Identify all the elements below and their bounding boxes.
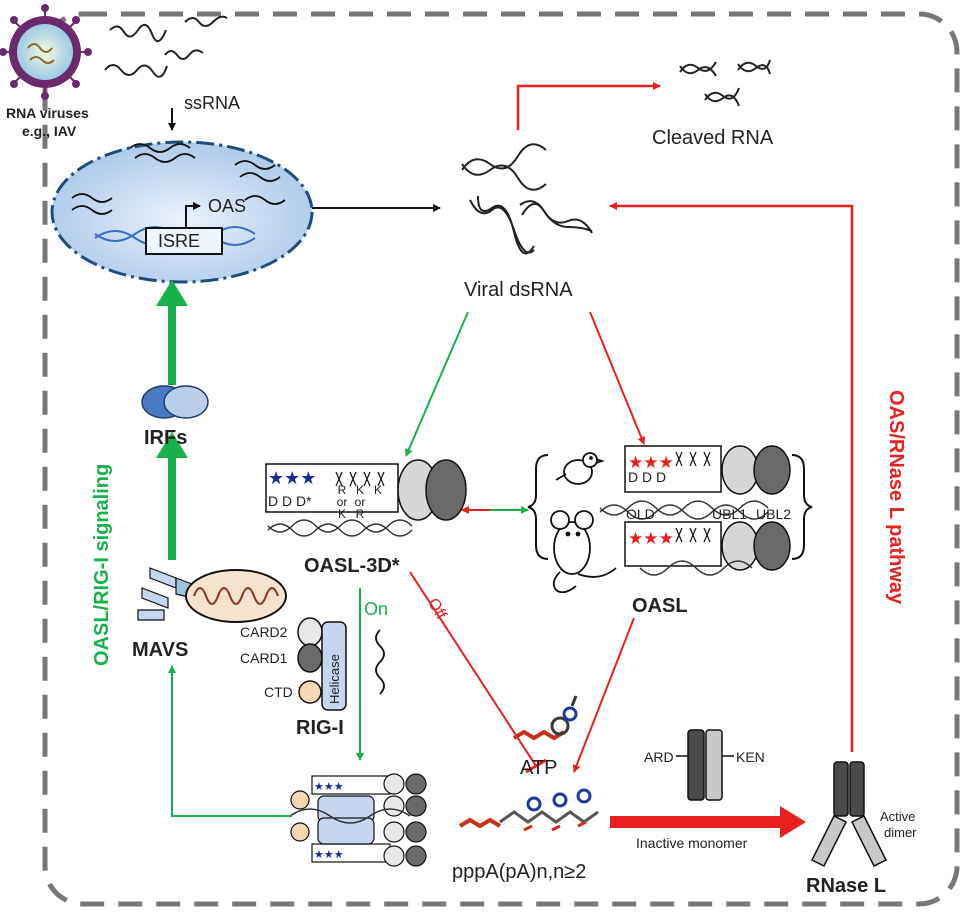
irfs-dimer [141,385,209,419]
ubl1-domain-label: UBL1 [712,506,748,522]
oas-gene-label: OAS [208,196,247,216]
svg-text:★★★: ★★★ [628,529,674,549]
rigi-label: RIG-I [296,717,344,739]
virus-label-line2: e.g., IAV [22,123,77,139]
oligoadenylate-label: pppA(pA)n,n≥2 [452,861,587,883]
rnase-l-dimer [810,761,888,868]
active-dimer-label-line2: dimer [884,825,917,840]
dsrna-icon [461,143,593,255]
blue-star-markers: ★★★ [268,468,316,489]
viral-dsrna-label: Viral dsRNA [464,279,573,301]
mitochondrion-icon [185,569,287,623]
oasl3d-protein: ★★★ [265,459,467,537]
card1-label: CARD1 [240,650,288,666]
rnase-l-monomer [676,729,734,801]
rigi-oasl-complex: ★★★ ★★★ [289,773,427,867]
helicase-label: Helicase [327,654,342,704]
oasl3d-ddd-label: D D D* [268,493,312,509]
old-domain-label: OLD [626,506,655,522]
oasl3d-rk-col2: K or R [354,483,366,521]
cell-boundary [42,11,960,907]
oasl-dd-label: D D D [628,469,667,485]
oasl3d-label: OASL-3D* [304,555,400,577]
inactive-monomer-label: Inactive monomer [636,835,748,851]
atp-label: ATP [520,757,558,779]
ubl2-domain-label: UBL2 [756,506,792,522]
active-dimer-label-line1: Active [880,809,916,824]
right-pathway-label: OAS/RNase L pathway [885,390,907,605]
ken-label: KEN [736,749,765,765]
nucleus-icon [50,140,314,284]
svg-text:★★★: ★★★ [268,468,316,489]
ssrna-strands [104,15,228,78]
ssrna-label: ssRNA [184,93,241,113]
left-pathway-label: OASL/RIG-I signaling [91,463,113,666]
ard-label: ARD [644,749,674,765]
on-label: On [364,599,389,619]
rnase-l-label: RNase L [806,875,887,897]
oasl-label: OASL [632,595,688,617]
rigi-protein [297,617,385,711]
svg-text:★★★: ★★★ [314,780,344,793]
oasl3d-rk-col1: R or K [336,483,348,521]
cleaved-rna-label: Cleaved RNA [652,127,774,149]
card2-label: CARD2 [240,624,288,640]
virus-label-line1: RNA viruses [6,105,89,121]
isre-label: ISRE [158,231,201,251]
cleaved-rna-icon [679,59,771,107]
virus-icon [0,4,92,100]
mavs-label: MAVS [132,639,189,661]
svg-text:★★★: ★★★ [628,453,674,473]
atp-molecule-icon [512,695,578,741]
mouse-icon [550,510,617,594]
oasl-protein-group: ★★★ ★★★ [527,445,813,576]
irfs-label: IRFs [144,427,188,449]
oasl3d-rk-col3: K [373,483,382,497]
bird-icon [555,452,605,485]
mavs-receptor [137,567,193,621]
ctd-label: CTD [264,684,293,700]
svg-text:★★★: ★★★ [314,848,344,861]
oligoadenylate-icon [458,788,599,832]
